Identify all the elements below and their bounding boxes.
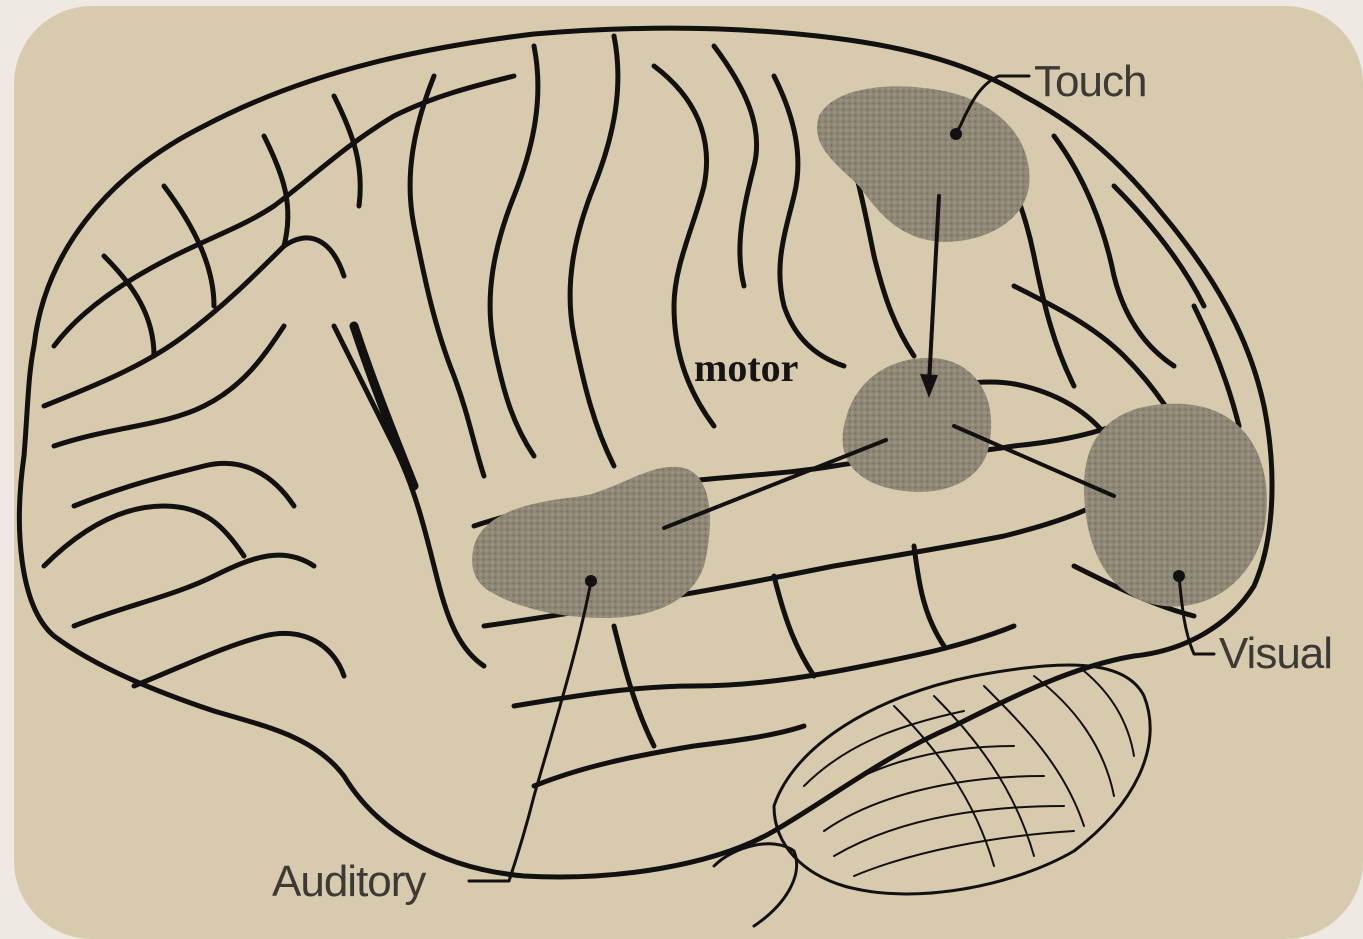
- touch-area: [817, 86, 1029, 241]
- motor-area: [843, 358, 992, 492]
- touch-label: Touch: [1034, 57, 1146, 106]
- auditory-label: Auditory: [272, 857, 426, 906]
- brain-stem: [714, 844, 797, 926]
- cerebellum: [774, 665, 1150, 894]
- brain-diagram-panel: Touch motor Visual Auditory: [14, 6, 1363, 939]
- brain-diagram: Touch motor Visual Auditory: [14, 6, 1363, 939]
- functional-regions: [472, 86, 1267, 618]
- brain-folds: [44, 36, 1239, 786]
- brain-outline: [19, 28, 1272, 877]
- motor-label: motor: [694, 345, 798, 390]
- visual-label: Visual: [1219, 629, 1332, 678]
- auditory-area: [472, 467, 710, 618]
